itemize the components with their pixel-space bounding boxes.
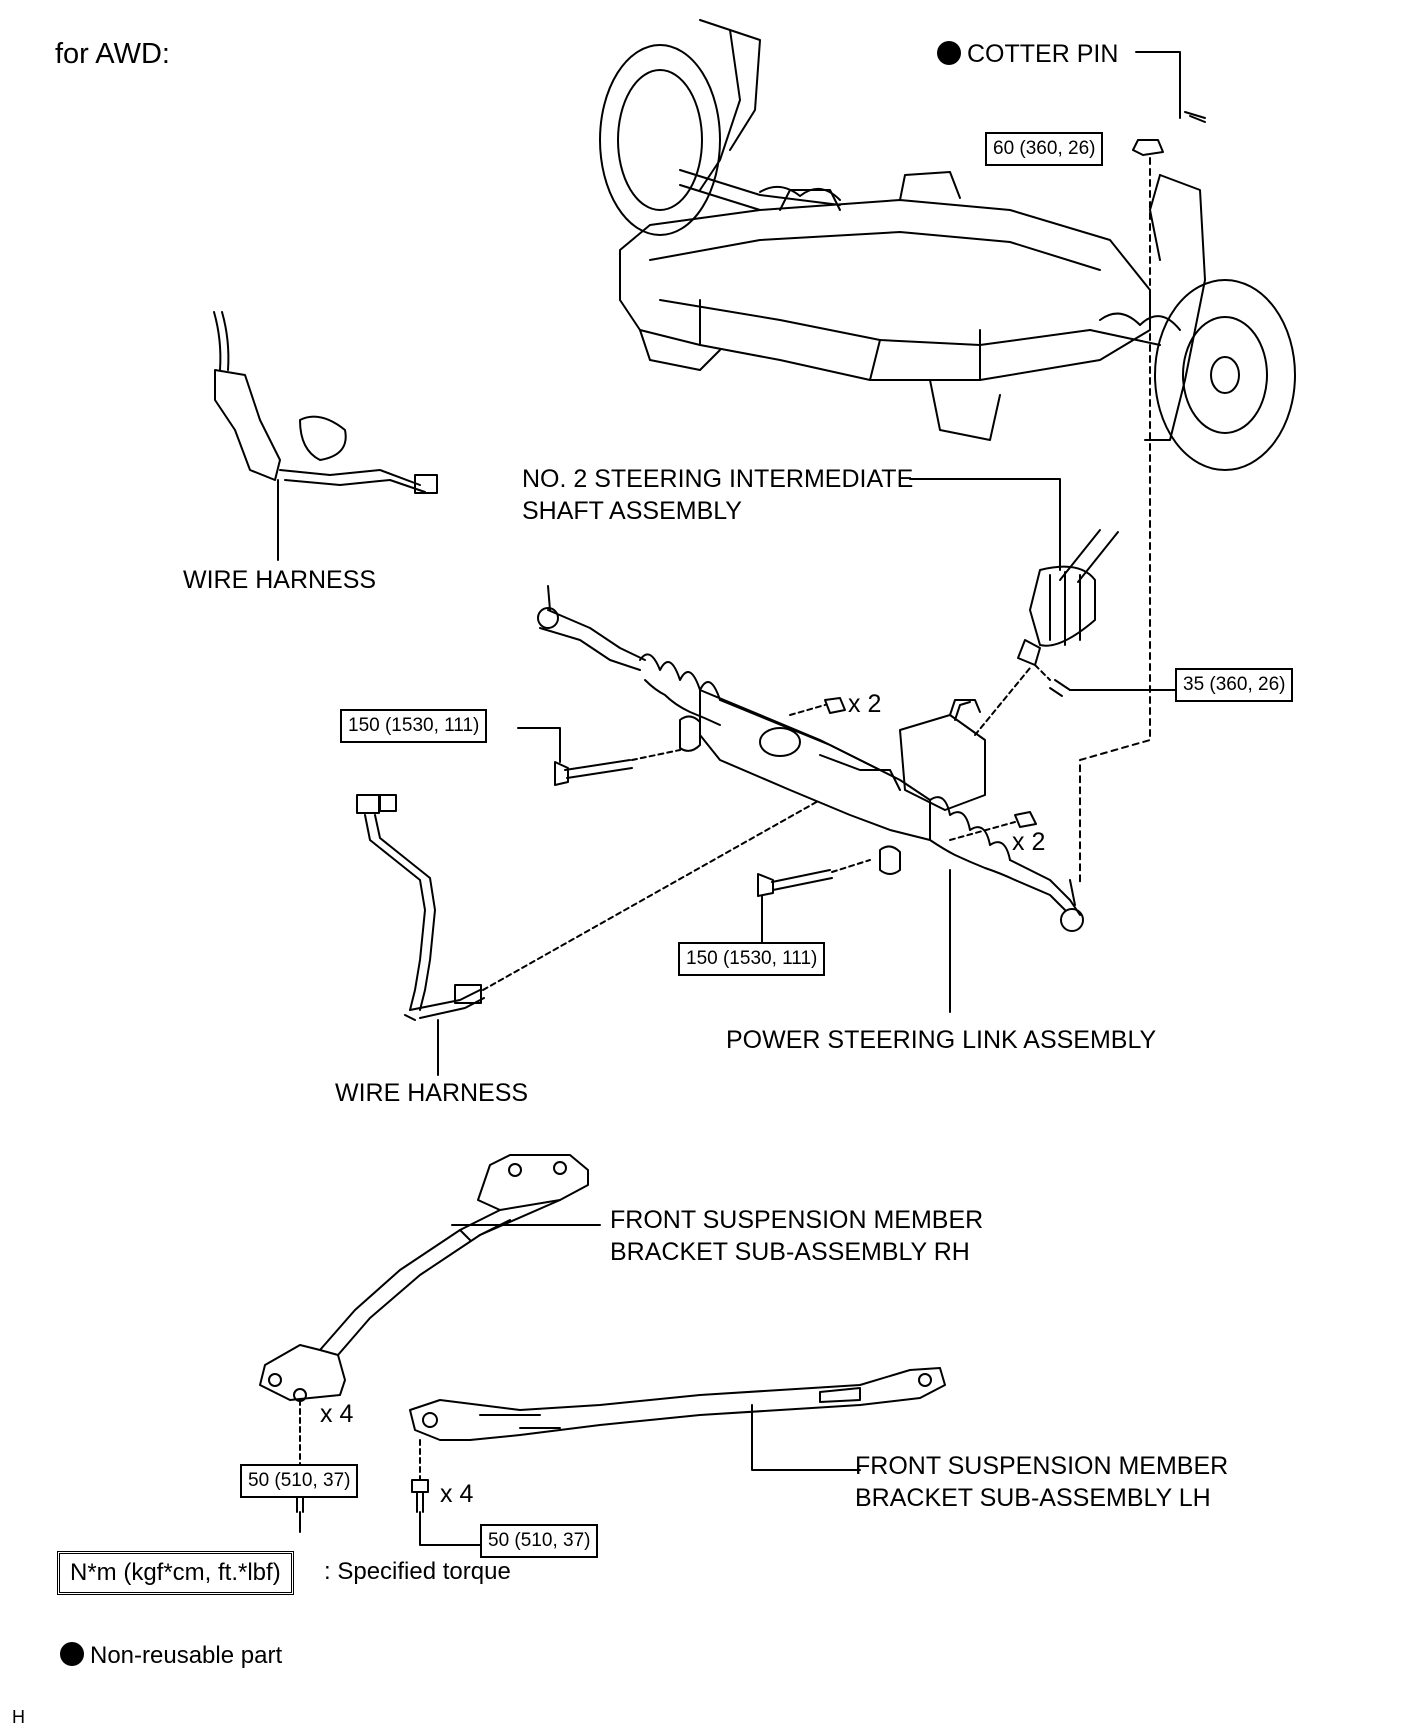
legend-non-reusable: Non-reusable part [60, 1640, 282, 1672]
footer-code: H [12, 1707, 25, 1727]
bracket-lh-label-1: FRONT SUSPENSION MEMBER [855, 1452, 1229, 1480]
qty-bolt-lh: x 4 [440, 1480, 474, 1508]
suspension-member-drawing [599, 19, 1296, 471]
torque-cotter-nut: 60 (360, 26) [985, 132, 1104, 166]
non-reusable-dot-icon [60, 1642, 84, 1666]
torque-rack-bolt-lower: 150 (1530, 111) [678, 942, 826, 976]
bracket-lh-label-2: BRACKET SUB-ASSEMBLY LH [855, 1484, 1211, 1512]
qty-nut-upper: x 2 [848, 690, 882, 718]
power-steering-link-label: POWER STEERING LINK ASSEMBLY [726, 1026, 1157, 1054]
torque-bracket-rh: 50 (510, 37) [240, 1464, 359, 1498]
bracket-rh-drawing [259, 1154, 589, 1402]
intermediate-shaft-drawing [1017, 529, 1119, 666]
qty-bolt-rh: x 4 [320, 1400, 354, 1428]
page-heading: for AWD: [55, 38, 170, 70]
torque-rack-bolt-upper: 150 (1530, 111) [340, 709, 488, 743]
torque-shaft-bolt: 35 (360, 26) [1175, 668, 1294, 702]
bracket-lh-drawing [409, 1367, 946, 1441]
bracket-rh-label-2: BRACKET SUB-ASSEMBLY RH [610, 1238, 970, 1266]
intermediate-shaft-label-1: NO. 2 STEERING INTERMEDIATE [522, 465, 914, 493]
legend-torque-desc: : Specified torque [324, 1558, 511, 1585]
legend-torque-unit: N*m (kgf*cm, ft.*lbf) [57, 1551, 294, 1595]
bracket-rh-label-1: FRONT SUSPENSION MEMBER [610, 1206, 984, 1234]
steering-rack-drawing [537, 585, 1084, 932]
intermediate-shaft-label-2: SHAFT ASSEMBLY [522, 497, 742, 525]
qty-nut-lower: x 2 [1012, 828, 1046, 856]
wire-harness-lower-label: WIRE HARNESS [335, 1079, 529, 1107]
cotter-pin-label: COTTER PIN [937, 38, 1118, 70]
wire-harness-lower-drawing [356, 794, 485, 1021]
wire-harness-upper-drawing [213, 311, 438, 494]
non-reusable-dot-icon [937, 41, 961, 65]
wire-harness-upper-label: WIRE HARNESS [183, 566, 377, 594]
torque-bracket-lh: 50 (510, 37) [480, 1524, 599, 1558]
